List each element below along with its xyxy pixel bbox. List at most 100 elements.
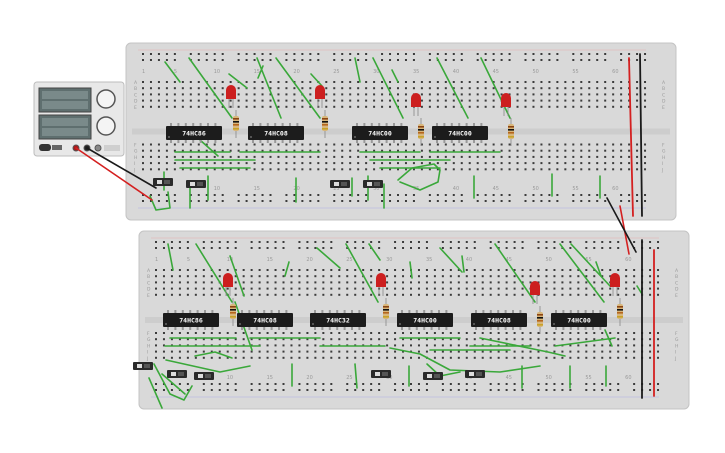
hole[interactable]: [309, 200, 312, 202]
hole[interactable]: [357, 168, 360, 171]
hole[interactable]: [410, 241, 412, 243]
hole[interactable]: [433, 344, 436, 347]
hole[interactable]: [173, 99, 176, 102]
hole[interactable]: [381, 99, 384, 102]
hole[interactable]: [636, 168, 639, 171]
hole[interactable]: [341, 168, 344, 171]
hole[interactable]: [620, 53, 623, 55]
hole[interactable]: [258, 247, 261, 249]
hole[interactable]: [237, 155, 240, 158]
hole[interactable]: [354, 269, 357, 271]
hole[interactable]: [532, 194, 535, 196]
hole[interactable]: [500, 53, 503, 55]
hole[interactable]: [524, 194, 527, 196]
hole[interactable]: [460, 81, 463, 83]
hole[interactable]: [425, 269, 428, 271]
hole[interactable]: [609, 344, 612, 347]
hole[interactable]: [165, 99, 168, 102]
hole[interactable]: [155, 241, 157, 243]
hole[interactable]: [585, 356, 588, 359]
hole[interactable]: [588, 143, 591, 146]
hole[interactable]: [444, 200, 447, 202]
hole[interactable]: [452, 143, 455, 146]
hole[interactable]: [617, 338, 620, 341]
hole[interactable]: [420, 81, 423, 83]
hole[interactable]: [492, 168, 495, 171]
hole[interactable]: [194, 350, 197, 353]
hole[interactable]: [537, 350, 540, 353]
hole[interactable]: [465, 247, 468, 249]
hole[interactable]: [410, 356, 412, 359]
hole[interactable]: [601, 269, 604, 271]
hole[interactable]: [258, 332, 261, 334]
slide-switch[interactable]: [186, 180, 206, 188]
hole[interactable]: [357, 200, 360, 202]
hole[interactable]: [604, 87, 607, 90]
hole[interactable]: [609, 332, 612, 334]
hole[interactable]: [484, 168, 487, 171]
hole[interactable]: [657, 344, 660, 347]
hole[interactable]: [468, 168, 471, 171]
hole[interactable]: [394, 350, 397, 353]
hole[interactable]: [628, 143, 631, 146]
hole[interactable]: [410, 389, 412, 391]
hole[interactable]: [149, 149, 152, 152]
hole[interactable]: [306, 389, 309, 391]
hole[interactable]: [253, 168, 256, 171]
hole[interactable]: [226, 269, 229, 271]
hole[interactable]: [210, 275, 213, 278]
hole[interactable]: [274, 275, 277, 278]
hole[interactable]: [505, 287, 508, 290]
hole[interactable]: [657, 275, 660, 278]
hole[interactable]: [444, 93, 447, 96]
hole[interactable]: [186, 269, 189, 271]
ic-chip[interactable]: 74HC08: [248, 123, 304, 143]
hole[interactable]: [210, 293, 213, 296]
hole[interactable]: [389, 194, 392, 196]
hole[interactable]: [577, 350, 580, 353]
hole[interactable]: [633, 241, 636, 243]
hole[interactable]: [457, 287, 460, 290]
hole[interactable]: [242, 281, 245, 284]
hole[interactable]: [170, 241, 173, 243]
hole[interactable]: [274, 389, 277, 391]
hole[interactable]: [370, 241, 373, 243]
hole[interactable]: [564, 143, 567, 146]
hole[interactable]: [404, 53, 407, 55]
hole[interactable]: [633, 389, 636, 391]
hole[interactable]: [412, 162, 415, 165]
hole[interactable]: [417, 281, 420, 284]
hole[interactable]: [580, 155, 583, 158]
hole[interactable]: [473, 293, 476, 296]
hole[interactable]: [298, 287, 301, 290]
jumper-wire[interactable]: [372, 57, 404, 119]
hole[interactable]: [205, 149, 208, 152]
hole[interactable]: [162, 247, 165, 249]
hole[interactable]: [609, 241, 612, 243]
hole[interactable]: [157, 87, 160, 90]
hole[interactable]: [489, 350, 492, 353]
hole[interactable]: [572, 194, 575, 196]
hole[interactable]: [593, 275, 596, 278]
hole[interactable]: [596, 168, 599, 171]
hole[interactable]: [449, 269, 452, 271]
hole[interactable]: [410, 332, 412, 334]
hole[interactable]: [465, 287, 468, 290]
hole[interactable]: [322, 332, 325, 334]
hole[interactable]: [449, 293, 452, 296]
hole[interactable]: [245, 162, 248, 165]
hole[interactable]: [250, 383, 253, 385]
hole[interactable]: [644, 168, 647, 171]
hole[interactable]: [649, 269, 652, 271]
hole[interactable]: [513, 338, 516, 341]
hole[interactable]: [505, 247, 508, 249]
hole[interactable]: [346, 356, 349, 359]
hole[interactable]: [142, 200, 144, 202]
led[interactable]: [226, 85, 239, 138]
hole[interactable]: [420, 143, 423, 146]
hole[interactable]: [218, 332, 221, 334]
hole[interactable]: [604, 149, 607, 152]
hole[interactable]: [346, 293, 349, 296]
hole[interactable]: [548, 87, 551, 90]
hole[interactable]: [205, 53, 208, 55]
